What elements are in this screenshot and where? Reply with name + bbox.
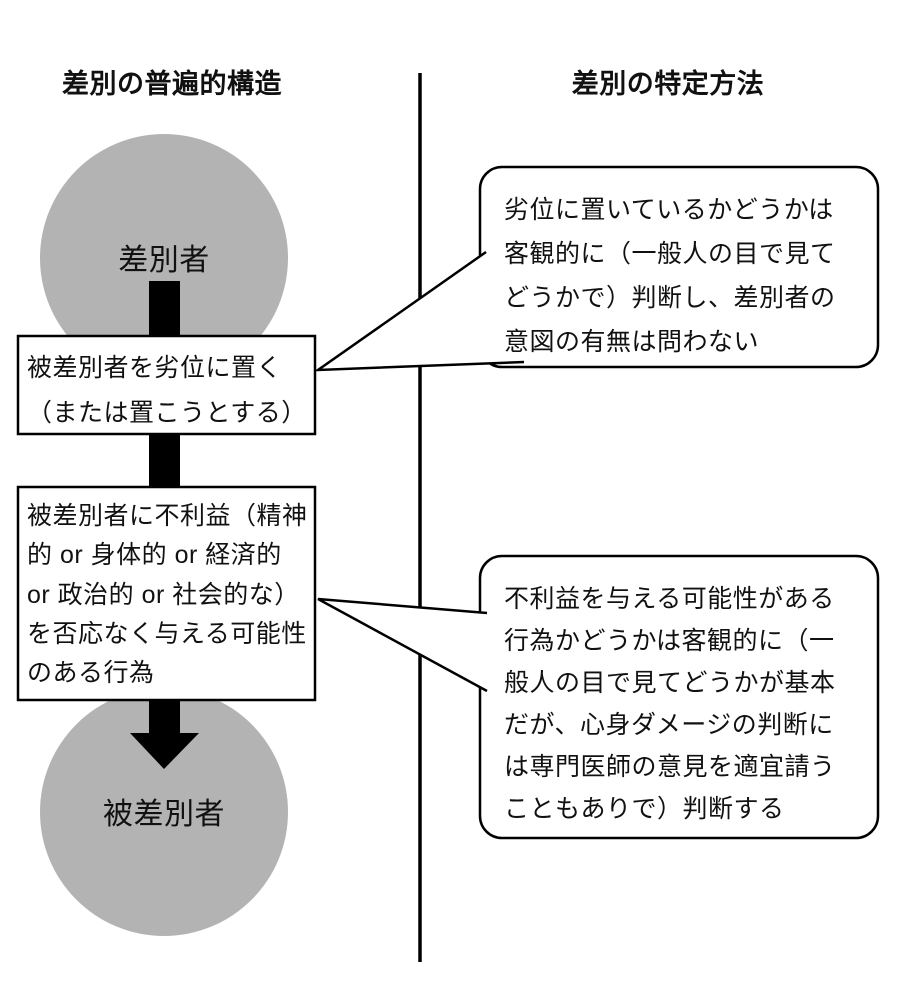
- flow-arrow-3-head: [130, 733, 199, 769]
- right-column-title: 差別の特定方法: [571, 69, 765, 99]
- left-column-title: 差別の普遍的構造: [62, 69, 282, 99]
- bubble-2-tail: [317, 597, 488, 693]
- discriminated-label: 被差別者: [103, 798, 225, 831]
- discriminator-label: 差別者: [118, 244, 210, 277]
- flow-arrow-1: [149, 281, 180, 341]
- discriminator-circle: [40, 134, 288, 382]
- bubble-2-body: [478, 554, 880, 840]
- box-put-in-inferior-position: [16, 334, 317, 436]
- box-disadvantage-act-text: 被差別者に不利益（精神的 or 身体的 or 経済的 or 政治的 or 社会的…: [27, 502, 308, 687]
- bubble-2-text: 不利益を与える可能性がある行為かどうかは客観的に（一般人の目で見てどうかが基本だ…: [504, 585, 836, 823]
- bubble-1-text: 劣位に置いているかどうかは客観的に（一般人の目で見てどうかで）判断し、差別者の意…: [504, 196, 836, 356]
- discriminated-circle: [40, 688, 288, 936]
- box-disadvantage-act: [16, 485, 317, 702]
- flow-arrow-2: [149, 430, 180, 492]
- flow-arrow-3-shaft: [149, 697, 180, 735]
- box-put-in-inferior-position-text: 被差別者を劣位に置く（または置こうとする）: [27, 354, 307, 427]
- bubble-1-tail: [313, 250, 525, 372]
